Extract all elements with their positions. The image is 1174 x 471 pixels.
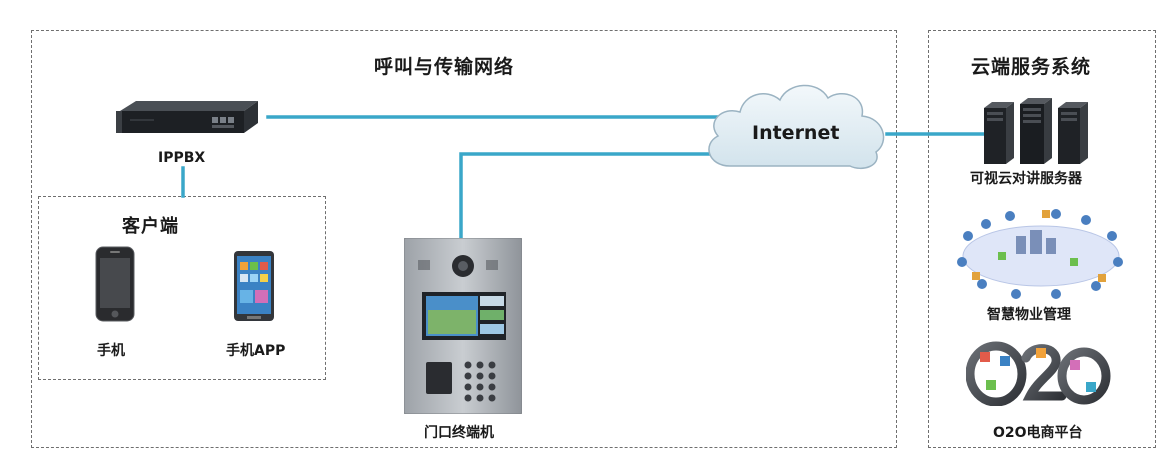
ippbx-label: IPPBX [158, 150, 206, 166]
cloud-section-title: 云端服务系统 [971, 56, 1092, 78]
door-terminal-icon [404, 238, 522, 414]
phone-app-icon [234, 251, 274, 321]
property-management-label: 智慧物业管理 [987, 307, 1071, 323]
phone-label: 手机 [97, 343, 125, 359]
internet-cloud-icon [708, 84, 885, 170]
network-section-box [31, 30, 897, 448]
cloud-section-box [928, 30, 1156, 448]
video-server-label: 可视云对讲服务器 [970, 171, 1082, 187]
server-icon [984, 98, 1088, 164]
o2o-label: O2O电商平台 [993, 425, 1083, 441]
link-door-internet [459, 152, 718, 240]
phone-icon [95, 246, 135, 322]
property-management-icon [957, 209, 1123, 299]
ippbx-device-icon [116, 101, 258, 133]
network-section-title: 呼叫与传输网络 [374, 56, 515, 78]
o2o-logo-icon [966, 341, 1111, 406]
door-terminal-label: 门口终端机 [424, 425, 494, 441]
client-section-title: 客户端 [122, 216, 179, 237]
phone-app-label: 手机APP [226, 343, 286, 359]
internet-label: Internet [752, 122, 840, 144]
